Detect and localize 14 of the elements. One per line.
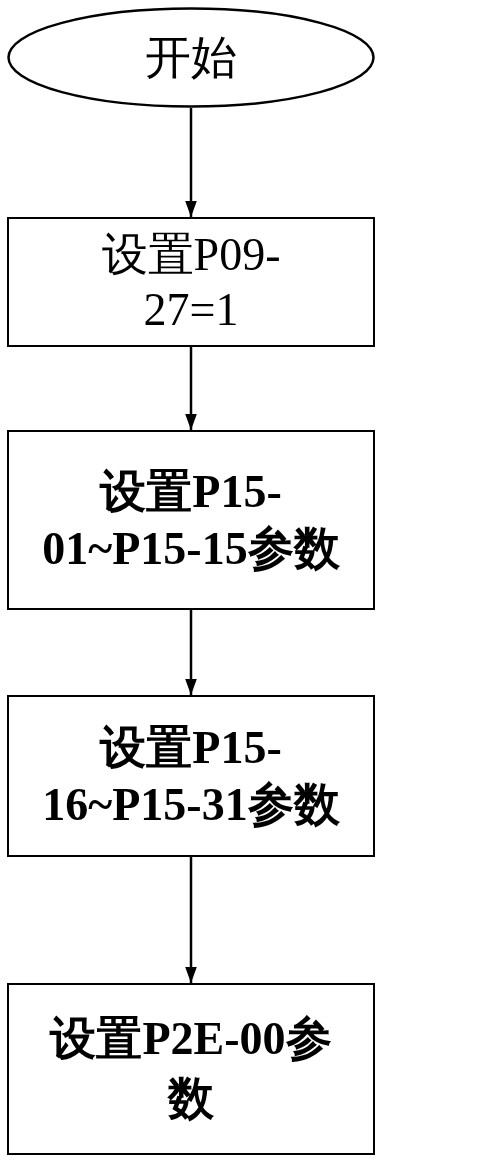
arrow	[185, 108, 197, 217]
step-text: 设置P2E-00参数	[48, 1012, 333, 1126]
start-ellipse	[7, 7, 375, 108]
arrow	[185, 857, 197, 983]
process-box	[7, 983, 375, 1155]
arrow	[185, 610, 197, 695]
process-box	[7, 430, 375, 610]
step-text: 开始	[145, 30, 237, 85]
step-text: 设置P15-01~P15-15参数	[41, 464, 341, 576]
step-text: 设置P09-27=1	[100, 227, 282, 337]
arrow	[185, 347, 197, 430]
step-text: 设置P15-16~P15-31参数	[41, 720, 341, 832]
process-box	[7, 695, 375, 857]
process-box	[7, 217, 375, 347]
